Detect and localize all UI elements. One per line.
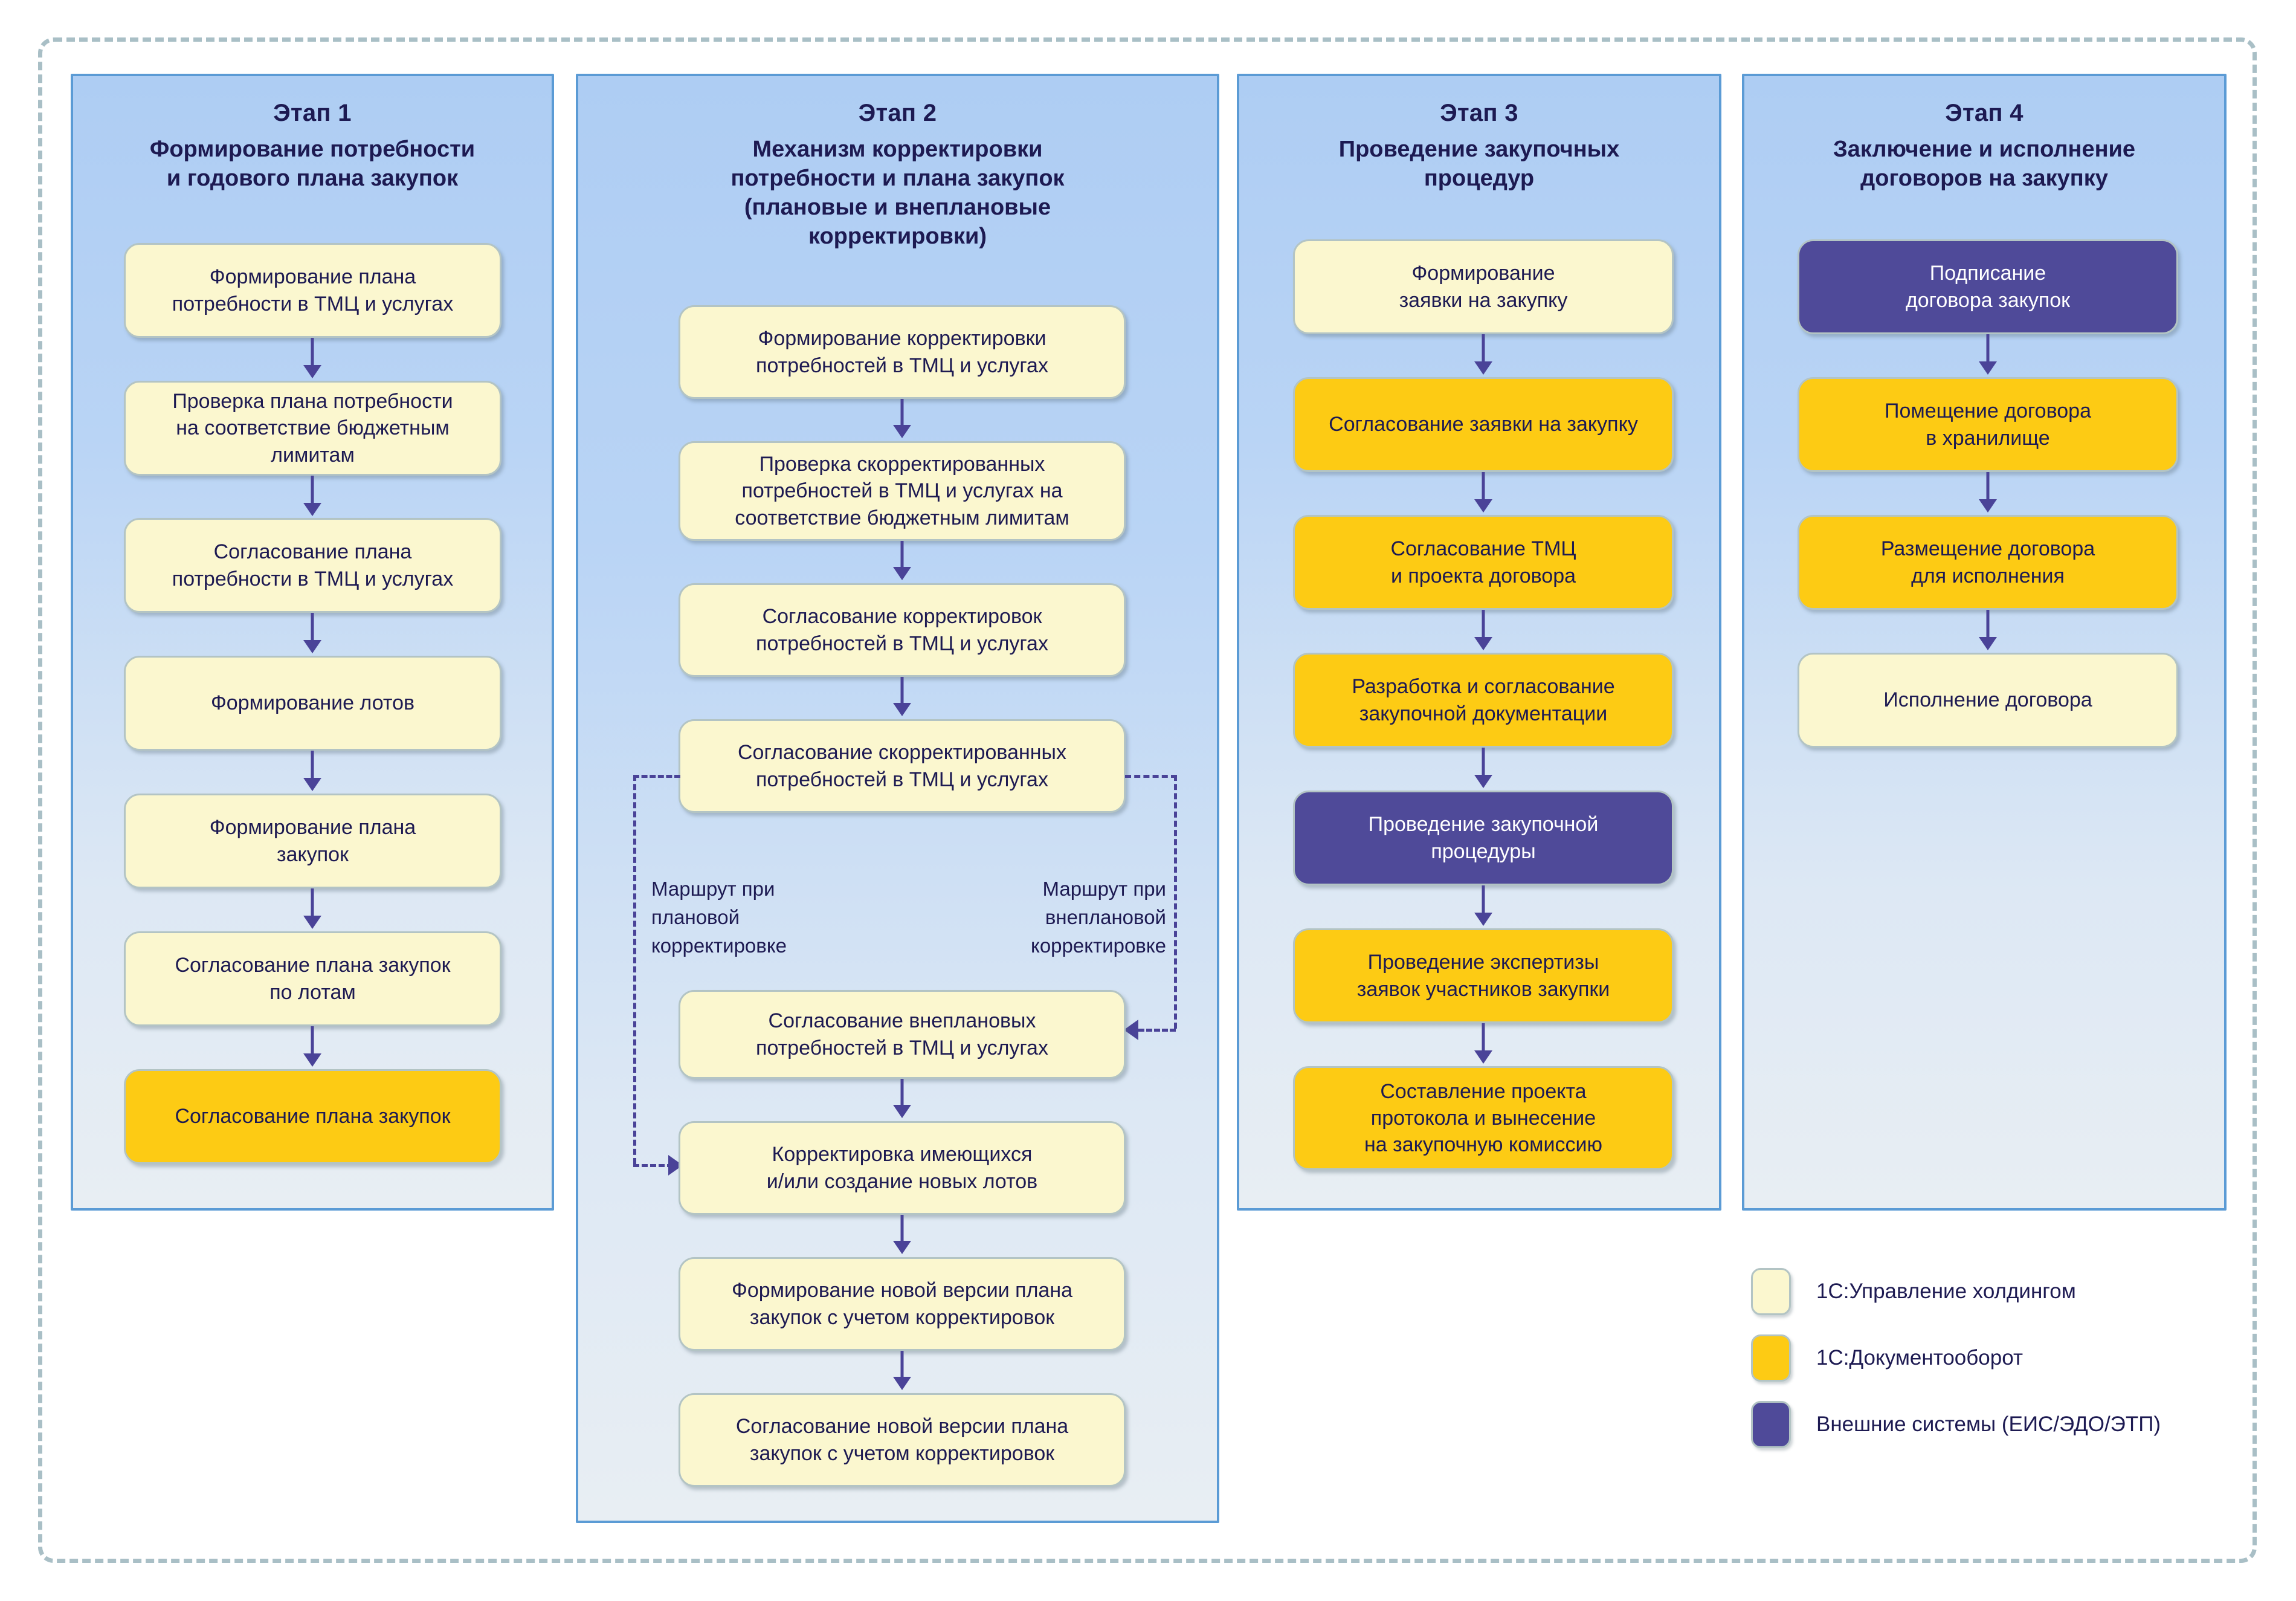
box-label: Формирование плана потребности в ТМЦ и у… <box>172 265 454 315</box>
legend-swatch-do <box>1751 1334 1791 1382</box>
box-label: Согласование новой версии плана закупок … <box>735 1415 1069 1465</box>
stage-3-box-2[interactable]: Согласование заявки на закупку <box>1293 377 1674 472</box>
stage-3-box-1[interactable]: Формирование заявки на закупку <box>1293 239 1674 334</box>
legend-row-do: 1С:Документооборот <box>1751 1334 2161 1382</box>
stage-3-box-3[interactable]: Согласование ТМЦ и проекта договора <box>1293 515 1674 610</box>
route-unplanned-vertical <box>1174 775 1177 1029</box>
legend-label-uh: 1С:Управление холдингом <box>1816 1279 2076 1303</box>
box-label: Согласование ТМЦ и проекта договора <box>1390 537 1576 587</box>
box-label: Формирование заявки на закупку <box>1399 262 1568 312</box>
stage-1-box-4[interactable]: Формирование лотов <box>124 656 501 751</box>
route-label-unplanned: Маршрут при внеплановой корректировке <box>1031 878 1166 957</box>
route-planned-horizontal <box>633 775 680 778</box>
legend-swatch-ext <box>1751 1401 1791 1448</box>
legend: 1С:Управление холдингом 1С:Документообор… <box>1751 1268 2161 1467</box>
stage-3-header: Этап 3 Проведение закупочных процедур <box>1239 98 1719 193</box>
box-label: Разработка и согласование закупочной док… <box>1352 675 1615 725</box>
box-label: Составление проекта протокола и вынесени… <box>1364 1079 1602 1157</box>
stage-1-header: Этап 1 Формирование потребности и годово… <box>73 98 552 193</box>
box-label: Согласование корректировок потребностей … <box>756 605 1048 655</box>
box-label: Исполнение договора <box>1883 688 2092 712</box>
box-label: Размещение договора для исполнения <box>1880 537 2095 587</box>
stage-1-title: Формирование потребности и годового план… <box>149 137 476 192</box>
box-label: Проверка скорректированных потребностей … <box>735 453 1069 529</box>
stage-1-box-3[interactable]: Согласование плана потребности в ТМЦ и у… <box>124 518 501 613</box>
stage-1-number: Этап 1 <box>273 100 352 126</box>
stage-3-number: Этап 3 <box>1440 100 1518 126</box>
route-planned-to-lots <box>633 1164 673 1167</box>
box-label: Помещение договора в хранилище <box>1885 399 2091 450</box>
stage-2-header: Этап 2 Механизм корректировки потребност… <box>578 98 1217 251</box>
box-label: Формирование корректировки потребностей … <box>756 327 1048 377</box>
box-label: Формирование лотов <box>210 691 415 715</box>
legend-row-ext: Внешние системы (ЕИС/ЭДО/ЭТП) <box>1751 1401 2161 1448</box>
box-label: Согласование заявки на закупку <box>1329 413 1638 436</box>
stage-4-box-2[interactable]: Помещение договора в хранилище <box>1798 377 2178 472</box>
box-label: Формирование плана закупок <box>209 816 416 866</box>
route-unplanned-to-approval <box>1138 1029 1176 1032</box>
box-label: Согласование внеплановых потребностей в … <box>756 1009 1048 1059</box>
stage-2-box-8[interactable]: Согласование новой версии плана закупок … <box>679 1393 1126 1487</box>
stage-2-title: Механизм корректировки потребности и пла… <box>730 137 1065 250</box>
stage-1-box-6[interactable]: Согласование плана закупок по лотам <box>124 931 501 1026</box>
stage-2-box-6[interactable]: Корректировка имеющихся и/или создание н… <box>679 1121 1126 1215</box>
outer-dashed-frame <box>38 37 2257 1563</box>
box-label: Согласование скорректированных потребнос… <box>738 741 1066 791</box>
stage-4-box-1[interactable]: Подписание договора закупок <box>1798 239 2178 334</box>
route-unplanned-arrowhead-icon <box>1124 1020 1138 1040</box>
stage-4-box-4[interactable]: Исполнение договора <box>1798 653 2178 748</box>
box-label: Согласование плана закупок по лотам <box>175 954 451 1004</box>
stage-4-box-3[interactable]: Размещение договора для исполнения <box>1798 515 2178 610</box>
box-label: Согласование плана потребности в ТМЦ и у… <box>172 540 454 590</box>
route-label-planned: Маршрут при плановой корректировке <box>651 878 787 957</box>
stage-2-number: Этап 2 <box>858 100 937 126</box>
stage-4-number: Этап 4 <box>1945 100 2024 126</box>
legend-row-uh: 1С:Управление холдингом <box>1751 1268 2161 1315</box>
box-label: Корректировка имеющихся и/или создание н… <box>766 1143 1038 1193</box>
stage-1-box-5[interactable]: Формирование плана закупок <box>124 794 501 888</box>
stage-4-header: Этап 4 Заключение и исполнение договоров… <box>1744 98 2224 193</box>
stage-2-box-5[interactable]: Согласование внеплановых потребностей в … <box>679 990 1126 1079</box>
legend-label-do: 1С:Документооборот <box>1816 1346 2023 1370</box>
route-planned-vertical <box>633 775 636 1164</box>
stage-1-box-1[interactable]: Формирование плана потребности в ТМЦ и у… <box>124 243 501 338</box>
stage-1-box-7[interactable]: Согласование плана закупок <box>124 1069 501 1164</box>
legend-label-ext: Внешние системы (ЕИС/ЭДО/ЭТП) <box>1816 1412 2161 1436</box>
stage-2-box-2[interactable]: Проверка скорректированных потребностей … <box>679 441 1126 541</box>
box-label: Формирование новой версии плана закупок … <box>731 1279 1073 1329</box>
stage-3-box-5[interactable]: Проведение закупочной процедуры <box>1293 791 1674 885</box>
route-unplanned-top <box>1125 775 1177 778</box>
box-label: Проверка плана потребности на соответств… <box>172 390 453 467</box>
stage-2-box-1[interactable]: Формирование корректировки потребностей … <box>679 305 1126 399</box>
stage-2-box-4[interactable]: Согласование скорректированных потребнос… <box>679 719 1126 813</box>
stage-2-box-7[interactable]: Формирование новой версии плана закупок … <box>679 1257 1126 1351</box>
stage-2-box-3[interactable]: Согласование корректировок потребностей … <box>679 583 1126 677</box>
stage-3-box-6[interactable]: Проведение экспертизы заявок участников … <box>1293 928 1674 1023</box>
stage-3-title: Проведение закупочных процедур <box>1338 137 1620 192</box>
legend-swatch-uh <box>1751 1268 1791 1315</box>
box-label: Проведение закупочной процедуры <box>1368 813 1599 863</box>
box-label: Подписание договора закупок <box>1905 262 2071 312</box>
stage-1-box-2[interactable]: Проверка плана потребности на соответств… <box>124 381 501 476</box>
box-label: Проведение экспертизы заявок участников … <box>1356 951 1610 1001</box>
stage-4-title: Заключение и исполнение договоров на зак… <box>1833 137 2136 192</box>
stage-3-box-4[interactable]: Разработка и согласование закупочной док… <box>1293 653 1674 748</box>
box-label: Согласование плана закупок <box>175 1105 451 1128</box>
stage-3-box-7[interactable]: Составление проекта протокола и вынесени… <box>1293 1066 1674 1170</box>
